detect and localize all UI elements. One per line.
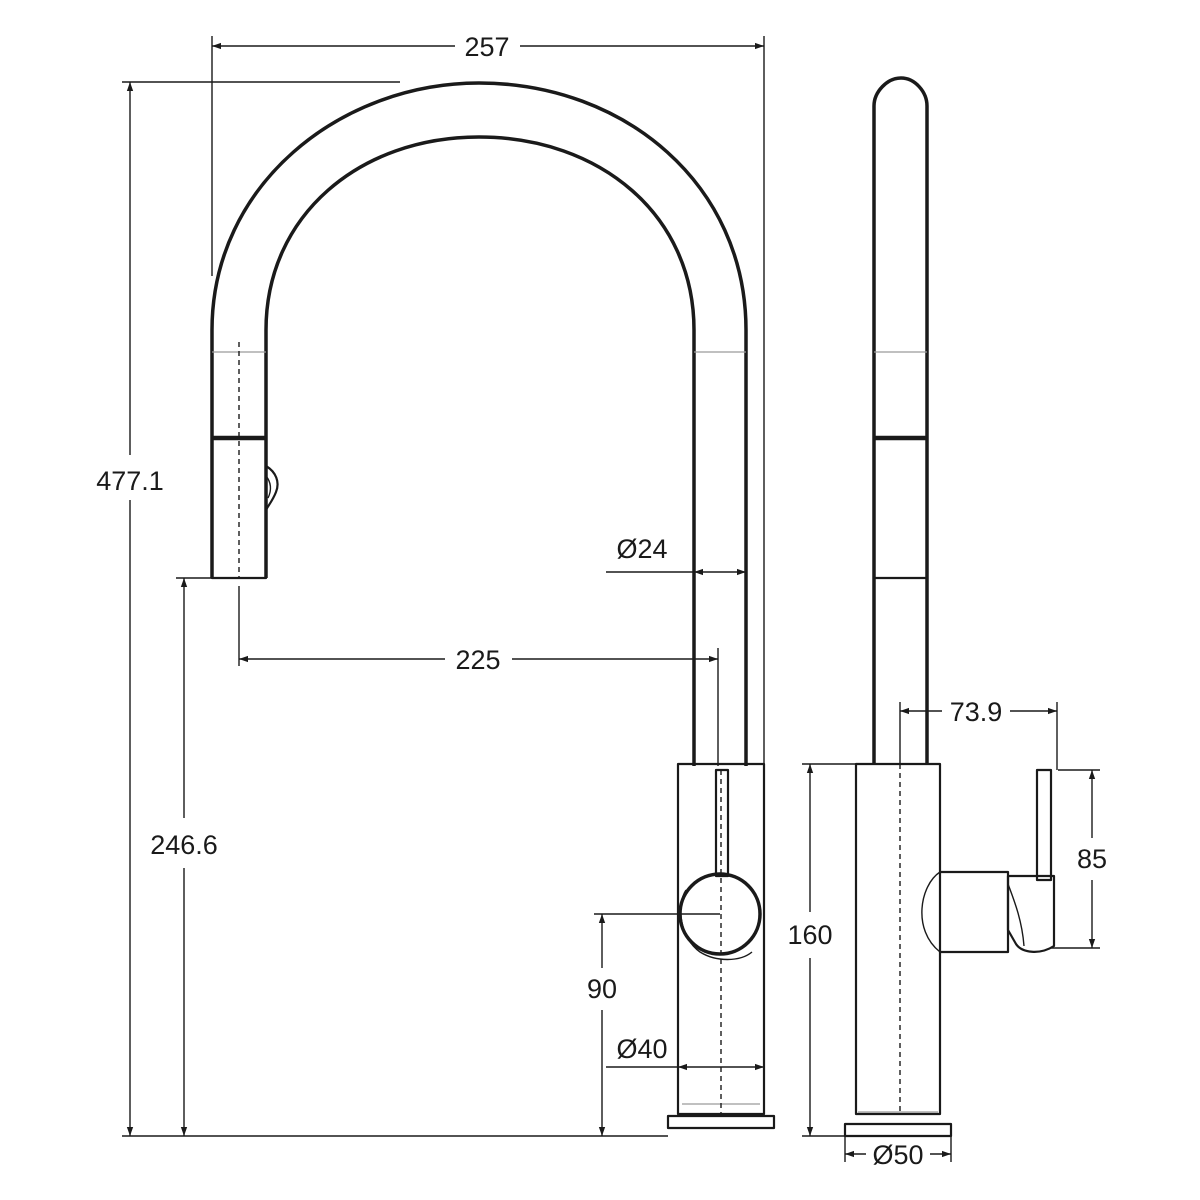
side-lever — [1035, 768, 1053, 882]
lever-handle — [714, 768, 730, 878]
spray-toggle-button — [264, 464, 279, 512]
label-spout-width: 257 — [464, 32, 509, 62]
side-spout-outline — [872, 76, 929, 764]
label-spout-reach: 225 — [455, 645, 500, 675]
side-cartridge-detail — [1007, 883, 1025, 947]
side-view — [843, 76, 1056, 1138]
spout-outer-outline — [210, 81, 748, 766]
label-handle-length: 85 — [1077, 844, 1107, 874]
side-body — [854, 762, 942, 1116]
dimension-labels: 257 477.1 246.6 225 Ø24 90 Ø40 73.9 85 1… — [96, 32, 1107, 1170]
label-body-height: 160 — [787, 920, 832, 950]
label-outlet-height: 246.6 — [150, 830, 218, 860]
front-view — [210, 81, 776, 1130]
tap-base — [666, 1114, 776, 1130]
label-base-diameter: Ø50 — [872, 1140, 923, 1170]
handle-hub-shadow — [680, 889, 753, 961]
spout-inner-outline — [264, 135, 696, 766]
dimension-lines — [122, 36, 1100, 1162]
label-handle-height: 90 — [587, 974, 617, 1004]
side-handle-hub-curve — [921, 871, 941, 953]
spray-toggle-button-inner — [265, 475, 272, 499]
side-cartridge — [1006, 874, 1056, 953]
label-handle-projection: 73.9 — [950, 697, 1003, 727]
side-base — [843, 1122, 953, 1138]
label-spout-diameter: Ø24 — [616, 534, 667, 564]
side-handle-stem — [938, 870, 1010, 954]
label-body-diameter-front: Ø40 — [616, 1034, 667, 1064]
label-total-height: 477.1 — [96, 466, 164, 496]
